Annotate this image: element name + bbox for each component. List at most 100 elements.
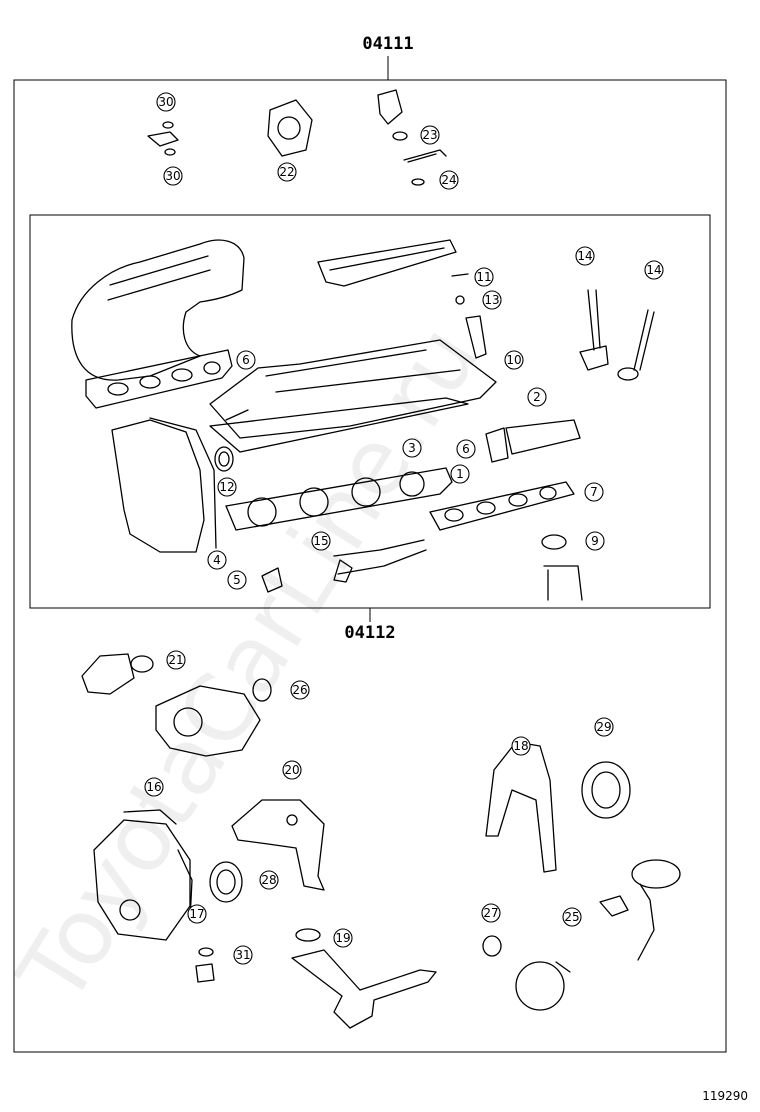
manifold-gasket-8-part — [85, 349, 233, 409]
callout-label: 23 — [422, 128, 437, 142]
rear-seal-retainer-gasket-part — [485, 741, 557, 873]
callout-circle — [187, 904, 207, 924]
callout-circle — [236, 350, 256, 370]
callout-20: 20 — [282, 760, 302, 780]
head-cover-gasket-part — [209, 397, 469, 453]
seal-12-part — [214, 446, 234, 472]
callout-circle — [585, 531, 605, 551]
callout-circle — [584, 482, 604, 502]
callout-label: 3 — [408, 441, 416, 455]
callout-circle — [402, 438, 422, 458]
callout-circle — [527, 387, 547, 407]
callout-13: 13 — [482, 290, 502, 310]
callout-2: 2 — [527, 387, 547, 407]
callout-circle — [217, 477, 237, 497]
callout-label: 5 — [233, 573, 241, 587]
callout-circle — [277, 162, 297, 182]
callout-29: 29 — [594, 717, 614, 737]
exhaust-manifold-gasket-part — [429, 481, 575, 531]
callout-label: 15 — [313, 534, 328, 548]
callout-label: 2 — [533, 390, 541, 404]
gasket-5-part — [261, 567, 283, 593]
callout-21: 21 — [166, 650, 186, 670]
callout-15: 15 — [311, 531, 331, 551]
callout-label: 24 — [441, 173, 456, 187]
callout-circle — [456, 439, 476, 459]
water-inlet-part — [81, 653, 154, 695]
callout-circle — [333, 928, 353, 948]
callout-circle — [504, 350, 524, 370]
callout-30: 30 — [163, 166, 183, 186]
water-pump-part — [155, 678, 272, 757]
callout-circle — [481, 903, 501, 923]
cylinder-head-cover-part — [209, 339, 497, 439]
callout-circle — [144, 777, 164, 797]
callout-label: 10 — [506, 353, 521, 367]
callout-label: 22 — [279, 165, 294, 179]
callout-circle — [166, 650, 186, 670]
timing-cover-inner-part — [111, 417, 217, 553]
callout-17: 17 — [187, 904, 207, 924]
callout-circle — [227, 570, 247, 590]
watermark: ToyotaCarLine.ru — [0, 307, 500, 1022]
intake-manifold-part — [71, 239, 245, 381]
callout-25: 25 — [562, 907, 582, 927]
callout-label: 7 — [590, 485, 598, 499]
callout-label: 30 — [158, 95, 173, 109]
callout-28: 28 — [259, 870, 279, 890]
kit-code-inner: 04112 — [344, 623, 395, 643]
callout-7: 7 — [584, 482, 604, 502]
callout-label: 11 — [476, 270, 491, 284]
callout-19: 19 — [333, 928, 353, 948]
callout-label: 30 — [165, 169, 180, 183]
oring-27-part — [482, 935, 502, 957]
callout-4: 4 — [207, 550, 227, 570]
callout-label: 1 — [456, 467, 464, 481]
callout-circle — [474, 267, 494, 287]
egr-valve-part — [599, 859, 681, 961]
callout-circle — [282, 760, 302, 780]
callout-23: 23 — [420, 125, 440, 145]
sensor-assembly-part — [377, 89, 447, 186]
callout-label: 14 — [646, 263, 661, 277]
callout-circle — [233, 945, 253, 965]
callout-label: 27 — [483, 906, 498, 920]
callout-circle — [290, 680, 310, 700]
rear-oil-seal-29-part — [581, 761, 631, 819]
callout-label: 25 — [564, 910, 579, 924]
callout-label: 21 — [168, 653, 183, 667]
callout-circle — [562, 907, 582, 927]
callout-circle — [311, 531, 331, 551]
plug-tube-gasket-part — [147, 121, 179, 156]
oil-pump-strainer-part — [291, 928, 437, 1029]
callout-24: 24 — [439, 170, 459, 190]
oil-seal-28-part — [209, 861, 243, 903]
exhaust-gasket-6-part — [485, 419, 581, 463]
callout-circle — [163, 166, 183, 186]
callout-circle — [207, 550, 227, 570]
callout-label: 14 — [577, 249, 592, 263]
injector-part — [451, 273, 487, 359]
exhaust-pipe-gasket-part — [541, 534, 583, 601]
callout-label: 4 — [213, 553, 221, 567]
callout-27: 27 — [481, 903, 501, 923]
callout-22: 22 — [277, 162, 297, 182]
callout-label: 17 — [189, 907, 204, 921]
callout-circle — [156, 92, 176, 112]
head-gasket-part — [225, 467, 453, 531]
gasket-22-part — [267, 99, 313, 157]
callout-label: 19 — [335, 931, 350, 945]
callout-circle — [511, 736, 531, 756]
callout-circle — [575, 246, 595, 266]
callout-11: 11 — [474, 267, 494, 287]
timing-cover-lower-part — [93, 809, 193, 941]
drain-plug-part — [195, 947, 215, 983]
callout-circle — [644, 260, 664, 280]
callout-label: 31 — [235, 948, 250, 962]
callout-label: 16 — [146, 780, 161, 794]
callout-label: 28 — [261, 873, 276, 887]
callout-10: 10 — [504, 350, 524, 370]
callout-14: 14 — [575, 246, 595, 266]
oil-filter-part — [515, 961, 571, 1011]
